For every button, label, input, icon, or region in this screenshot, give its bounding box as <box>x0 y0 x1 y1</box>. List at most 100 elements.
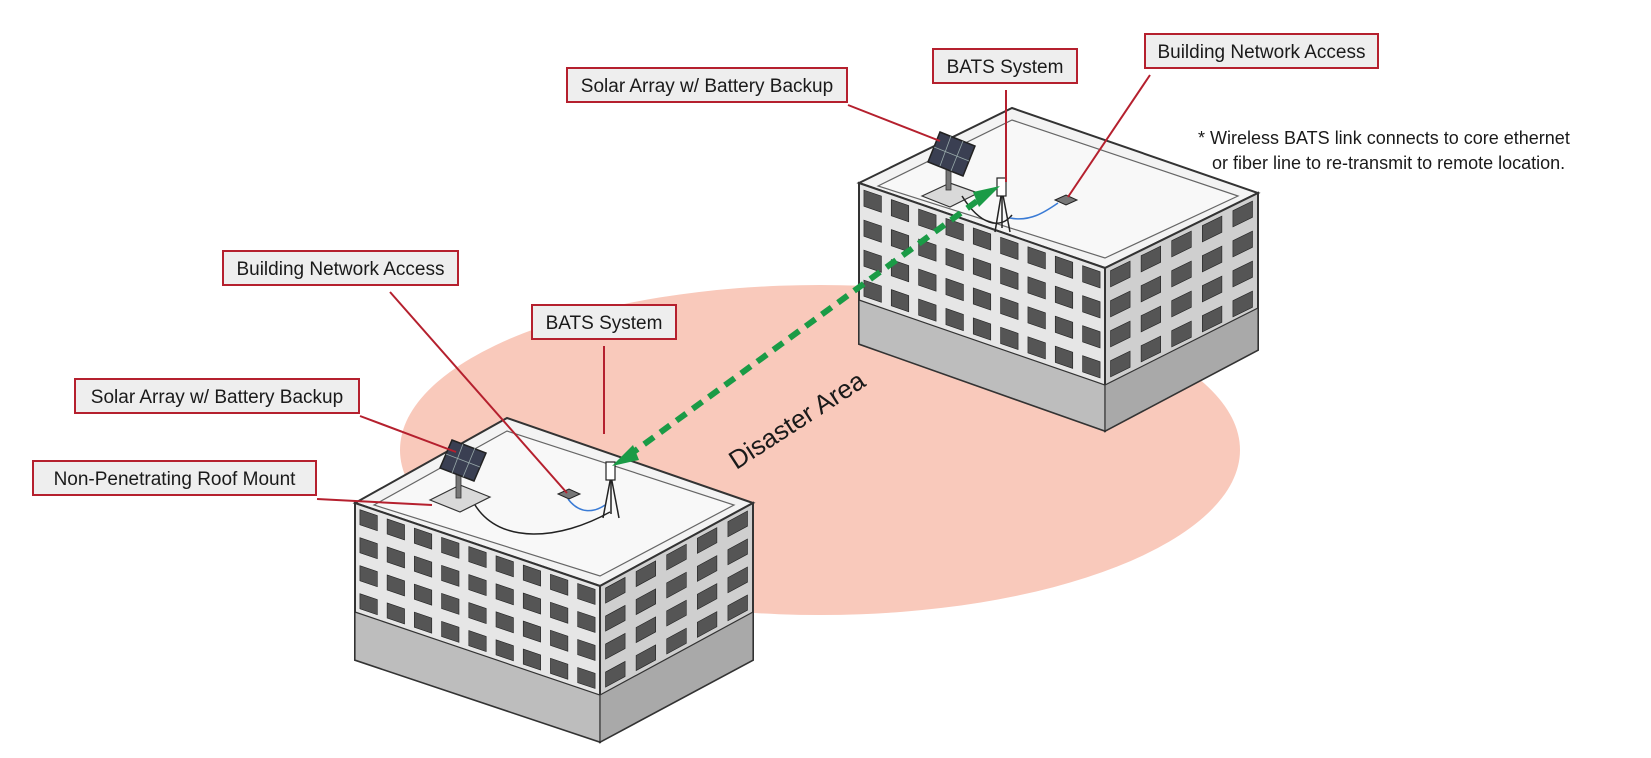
left-power-cable <box>474 504 611 535</box>
leader-solar-left <box>359 415 457 453</box>
building-left-front-window <box>577 667 596 689</box>
building-left-front-window <box>495 611 514 634</box>
building-right-front-window <box>1000 266 1019 290</box>
building-left-side-window <box>666 599 687 627</box>
building-right-front-windows <box>863 189 1101 379</box>
building-left-front-window <box>386 546 405 569</box>
building-right-side-window <box>1110 320 1131 348</box>
right-network-cable <box>1009 202 1059 220</box>
leader-network-right <box>1067 74 1151 198</box>
building-left-side-window <box>727 538 748 566</box>
building-left-front-windows <box>359 509 596 689</box>
building-right-side-window <box>1171 320 1192 348</box>
building-right-side-window <box>1232 290 1253 318</box>
building-right-front-window <box>1054 345 1074 369</box>
building-right-front-window <box>890 289 910 313</box>
building-left-front-window <box>414 527 433 550</box>
building-right-front-window <box>890 259 910 283</box>
building-right-front-window <box>1027 276 1046 300</box>
right-network-access-box <box>1053 194 1079 206</box>
building-right-side-window <box>1171 260 1192 288</box>
building-left-front-window <box>522 620 541 643</box>
leader-roof-mount-left <box>316 498 433 506</box>
building-right-front-window <box>863 279 882 303</box>
building-left-front-window <box>468 602 487 625</box>
building-right-side-window <box>1171 290 1192 318</box>
building-left-side-window <box>635 616 656 644</box>
building-left-front-window <box>550 573 569 596</box>
building-left-front-window <box>414 583 433 606</box>
building-right-front-window <box>945 218 964 242</box>
building-left-side-window <box>727 510 748 538</box>
building-right-front-window <box>945 248 964 272</box>
building-right-side-windows <box>1110 200 1253 378</box>
building-right-front-window <box>863 219 882 243</box>
building-right-front-window <box>1000 296 1019 320</box>
label-network-access-right: Building Network Access <box>1144 33 1379 69</box>
building-right-front-window <box>972 227 992 251</box>
building-right-front-window <box>1027 306 1046 330</box>
building-left-front-window <box>577 639 596 661</box>
building-left-side-window <box>635 560 656 588</box>
building-left-side-window <box>666 627 687 655</box>
building-left-front-window <box>550 629 569 652</box>
building-right-side-window <box>1232 230 1253 258</box>
building-left-front-window <box>468 574 487 597</box>
label-bats-system-right: BATS System <box>932 48 1078 84</box>
building-left-front-window <box>441 564 460 587</box>
building-left-front-window <box>495 555 514 578</box>
label-bats-system-left: BATS System <box>531 304 677 340</box>
building-left-front-window <box>522 648 541 671</box>
wireless-bats-link <box>612 186 1000 466</box>
building-right-front-window <box>972 257 992 281</box>
building-right-front-window <box>863 189 882 213</box>
building-right-front-window <box>1054 285 1074 309</box>
building-right-side-window <box>1232 260 1253 288</box>
building-left-front-window <box>414 611 433 634</box>
right-bats-tripod <box>994 177 1011 233</box>
left-roof-mount-blocks <box>428 484 492 513</box>
building-right-side-window <box>1140 275 1161 303</box>
building-right-side-window <box>1140 335 1161 363</box>
wireless-link-arrowhead-left <box>612 445 639 466</box>
building-left-front-window <box>441 592 460 615</box>
building-right-front-window <box>890 199 910 223</box>
building-left-side-window <box>697 583 718 610</box>
building-left-front-window <box>386 518 405 541</box>
building-left-side-window <box>635 588 656 616</box>
building-left-side-window <box>605 576 626 604</box>
building-right-side-window <box>1202 245 1223 273</box>
building-left-front-window <box>441 620 460 643</box>
building-left-side-window <box>727 594 748 622</box>
building-left-side-window <box>697 527 718 554</box>
building-right-front-window <box>972 317 992 341</box>
left-network-cable <box>567 498 606 512</box>
building-left-front-window <box>386 602 405 625</box>
building-left-front-window <box>577 611 596 633</box>
building-left-front-window <box>359 565 378 588</box>
building-right-front-window <box>918 298 937 322</box>
leader-network-left <box>389 291 568 494</box>
building-left-front-window <box>550 657 569 680</box>
building-left-side-windows <box>605 510 748 688</box>
building-right-front-window <box>1054 255 1074 279</box>
building-left-front-window <box>495 639 514 662</box>
building-right-side-window <box>1140 305 1161 333</box>
building-left-ground-floor-side <box>599 610 754 744</box>
note-line-1: * Wireless BATS link connects to core et… <box>1198 128 1570 148</box>
building-right-side-window <box>1110 350 1131 378</box>
building-right-front-window <box>1082 295 1101 319</box>
building-left-front-window <box>359 537 378 560</box>
building-right-front-window <box>918 238 937 262</box>
building-left-side-window <box>635 644 656 672</box>
building-left-front-window <box>550 601 569 624</box>
building-left-side-window <box>605 660 626 688</box>
building-right-side-window <box>1110 260 1131 288</box>
building-left-front-window <box>414 555 433 578</box>
building-left-front-window <box>359 593 378 616</box>
building-left-side-window <box>727 566 748 594</box>
label-solar-array-right: Solar Array w/ Battery Backup <box>566 67 848 103</box>
building-right-front-window <box>1027 246 1046 270</box>
